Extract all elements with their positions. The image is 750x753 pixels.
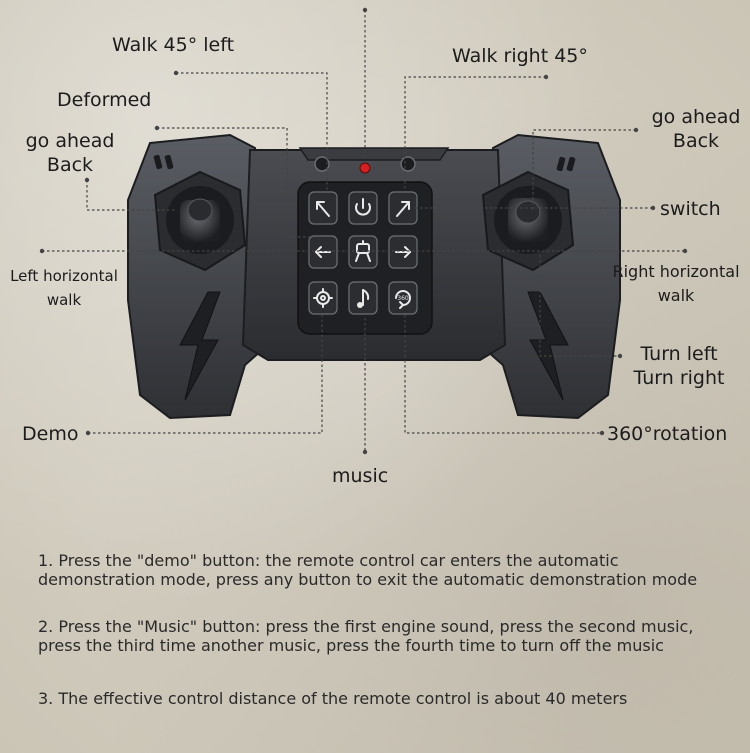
rotate-360-icon: 360 <box>395 290 411 309</box>
right-back-label: Back <box>672 130 720 152</box>
turn-left-label: Turn left <box>640 343 718 365</box>
demo-gear-icon <box>313 288 333 308</box>
music-label: music <box>332 465 389 487</box>
deformed-shoulder-button[interactable] <box>314 156 330 172</box>
rotate-360-badge: 360 <box>397 295 409 302</box>
rotation-360-label: 360°rotation <box>607 423 728 445</box>
left-go-ahead-label: go ahead <box>25 130 115 152</box>
left-horizontal-label-line2: walk <box>46 291 82 309</box>
button-grid: 360 <box>308 191 418 315</box>
switch-label: switch <box>660 198 721 220</box>
switch-shoulder-button[interactable] <box>400 156 416 172</box>
deformed-label: Deformed <box>57 89 152 111</box>
power-button[interactable] <box>348 191 378 225</box>
power-icon <box>355 198 371 216</box>
walk-right-45-button[interactable] <box>388 191 418 225</box>
right-horizontal-label-line1: Right horizontal <box>612 262 740 281</box>
indicator-led <box>359 162 371 174</box>
robot-deform-icon <box>355 240 371 262</box>
left-joystick[interactable] <box>153 170 247 272</box>
left-horizontal-walk-button[interactable] <box>308 235 338 269</box>
leader-lines <box>39 7 688 455</box>
walk-45-left-button[interactable] <box>308 191 338 225</box>
demo-button[interactable] <box>308 281 338 315</box>
right-horizontal-walk-button[interactable] <box>388 235 418 269</box>
arrow-left-icon <box>315 246 331 258</box>
music-note-icon <box>357 289 370 308</box>
note-distance: 3. The effective control distance of the… <box>38 689 628 708</box>
rotate-360-button[interactable]: 360 <box>388 281 418 315</box>
right-joystick[interactable] <box>481 170 575 272</box>
walk-right-45-label: Walk right 45° <box>452 45 588 67</box>
right-horizontal-label-line2: walk <box>657 286 695 305</box>
deformed-button[interactable] <box>348 235 378 269</box>
arrow-up-right-icon <box>396 201 410 217</box>
left-back-label: Back <box>46 154 94 176</box>
arrow-right-icon <box>395 246 411 258</box>
right-go-ahead-label: go ahead <box>651 106 741 128</box>
note-demo: 1. Press the "demo" button: the remote c… <box>38 551 698 589</box>
note-music: 2. Press the "Music" button: press the f… <box>38 617 694 655</box>
demo-label: Demo <box>22 423 79 445</box>
walk-45-left-label: Walk 45° left <box>112 34 235 56</box>
turn-right-label: Turn right <box>633 367 725 389</box>
music-button[interactable] <box>348 281 378 315</box>
arrow-up-left-icon <box>316 201 330 217</box>
left-horizontal-label-line1: Left horizontal <box>10 267 118 285</box>
